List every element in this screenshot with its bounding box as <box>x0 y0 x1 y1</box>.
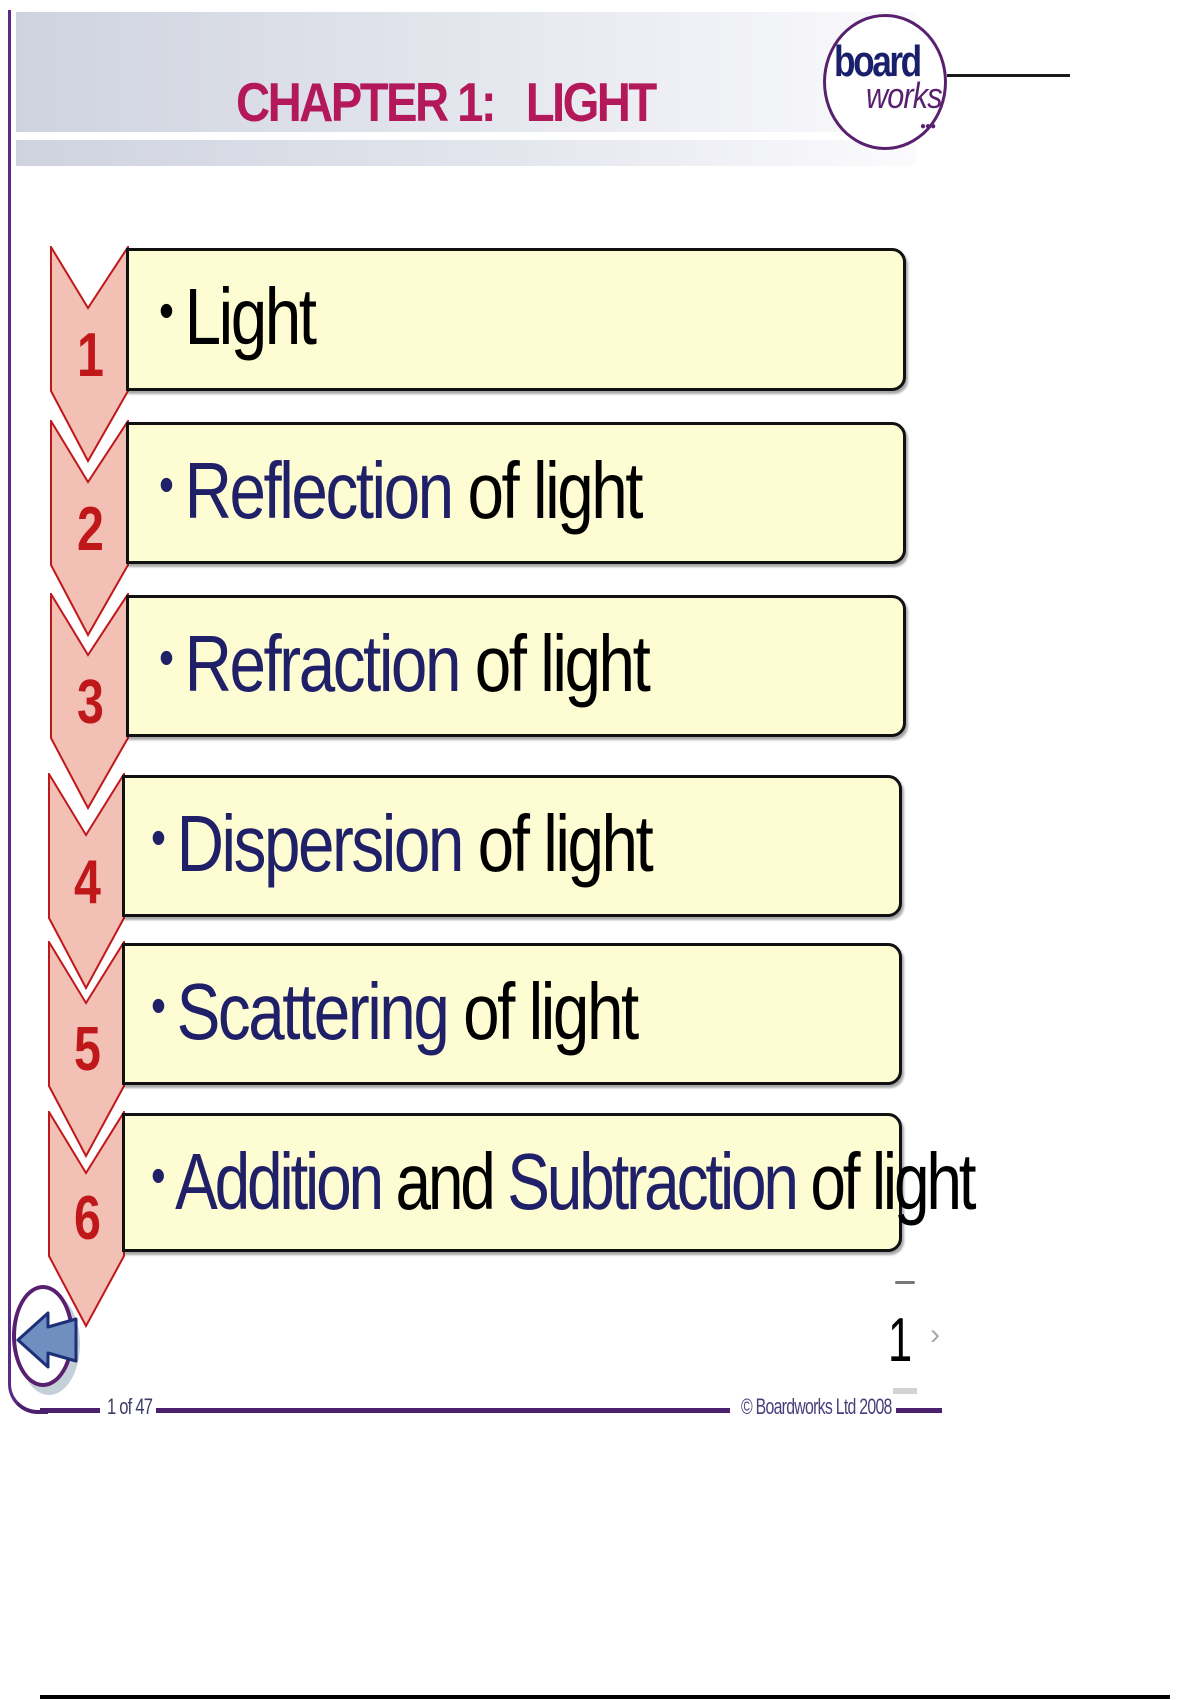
item-number: 5 <box>74 1015 101 1084</box>
item-box: •Dispersion of light <box>122 775 902 917</box>
item-label-suffix: of light <box>447 967 639 1056</box>
item-number: 2 <box>77 495 104 564</box>
footer-rule-middle <box>156 1408 730 1413</box>
item-number: 6 <box>74 1184 101 1253</box>
page-scroll-up[interactable] <box>895 1281 915 1284</box>
boardworks-logo: board works ●●● <box>823 14 947 150</box>
bottom-divider <box>40 1695 1170 1699</box>
item-box: •Reflection of light <box>126 422 906 564</box>
bullet-icon: • <box>159 629 174 687</box>
page-number: 1 <box>888 1306 913 1375</box>
logo-text-works: works <box>866 75 943 116</box>
bullet-icon: • <box>159 456 174 514</box>
item-label-suffix: of light <box>451 446 643 535</box>
item-number: 4 <box>74 848 101 917</box>
bullet-icon: • <box>151 809 166 867</box>
item-text: •Light <box>159 271 317 363</box>
item-label-suffix: of light <box>458 619 651 708</box>
slide-frame-border <box>8 10 48 1414</box>
item-label-keyword: Dispersion <box>176 799 465 888</box>
item-label-suffix: of light <box>461 799 654 888</box>
footer-rule-left <box>40 1408 100 1413</box>
item-text: •Reflection of light <box>159 445 644 537</box>
page-scroll-down[interactable] <box>893 1388 917 1394</box>
item-label-suffix: of light <box>795 1137 976 1226</box>
item-label-keyword: Scattering <box>176 967 450 1056</box>
chevron-icon <box>50 246 130 466</box>
header-band <box>16 12 916 132</box>
item-text: •Dispersion of light <box>151 798 654 890</box>
chevron-icon <box>48 773 128 993</box>
logo-rule <box>947 74 1070 77</box>
item-label-keyword: Refraction <box>184 619 462 708</box>
item-label-joiner: and <box>380 1137 508 1226</box>
item-text: •Addition and Subtraction of light <box>151 1136 977 1228</box>
item-label-keyword: Reflection <box>184 446 455 535</box>
item-box: •Scattering of light <box>122 943 902 1085</box>
footer-rule-right <box>896 1408 942 1413</box>
item-text: •Refraction of light <box>159 618 651 710</box>
chevron-icon <box>50 593 130 813</box>
item-label-keyword: Addition <box>175 1137 384 1226</box>
item-box: •Light <box>126 248 906 391</box>
chevron-icon <box>48 941 128 1161</box>
bullet-icon: • <box>151 977 166 1035</box>
bullet-icon: • <box>159 282 174 340</box>
logo-dots: ●●● <box>920 121 936 132</box>
copyright-text: © Boardworks Ltd 2008 <box>741 1394 892 1419</box>
slide-counter: 1 of 47 <box>107 1394 153 1419</box>
back-button[interactable] <box>12 1285 78 1387</box>
item-box: •Refraction of light <box>126 595 906 737</box>
item-text: •Scattering of light <box>151 966 639 1058</box>
item-label: Light <box>184 272 317 361</box>
logo-text-board: board <box>834 37 922 86</box>
item-box: •Addition and Subtraction of light <box>122 1113 977 1252</box>
chevron-icon <box>50 420 130 640</box>
slide-title: CHAPTER 1: LIGHT <box>236 71 657 133</box>
chevron-right-icon[interactable]: › <box>930 1318 940 1351</box>
bullet-icon: • <box>151 1147 166 1205</box>
header-band-secondary <box>16 140 916 166</box>
item-number: 3 <box>77 668 104 737</box>
item-number: 1 <box>77 321 104 390</box>
item-label-keyword-2: Subtraction <box>507 1137 799 1226</box>
chevron-icon <box>48 1111 128 1331</box>
back-arrow-icon <box>16 1311 78 1369</box>
